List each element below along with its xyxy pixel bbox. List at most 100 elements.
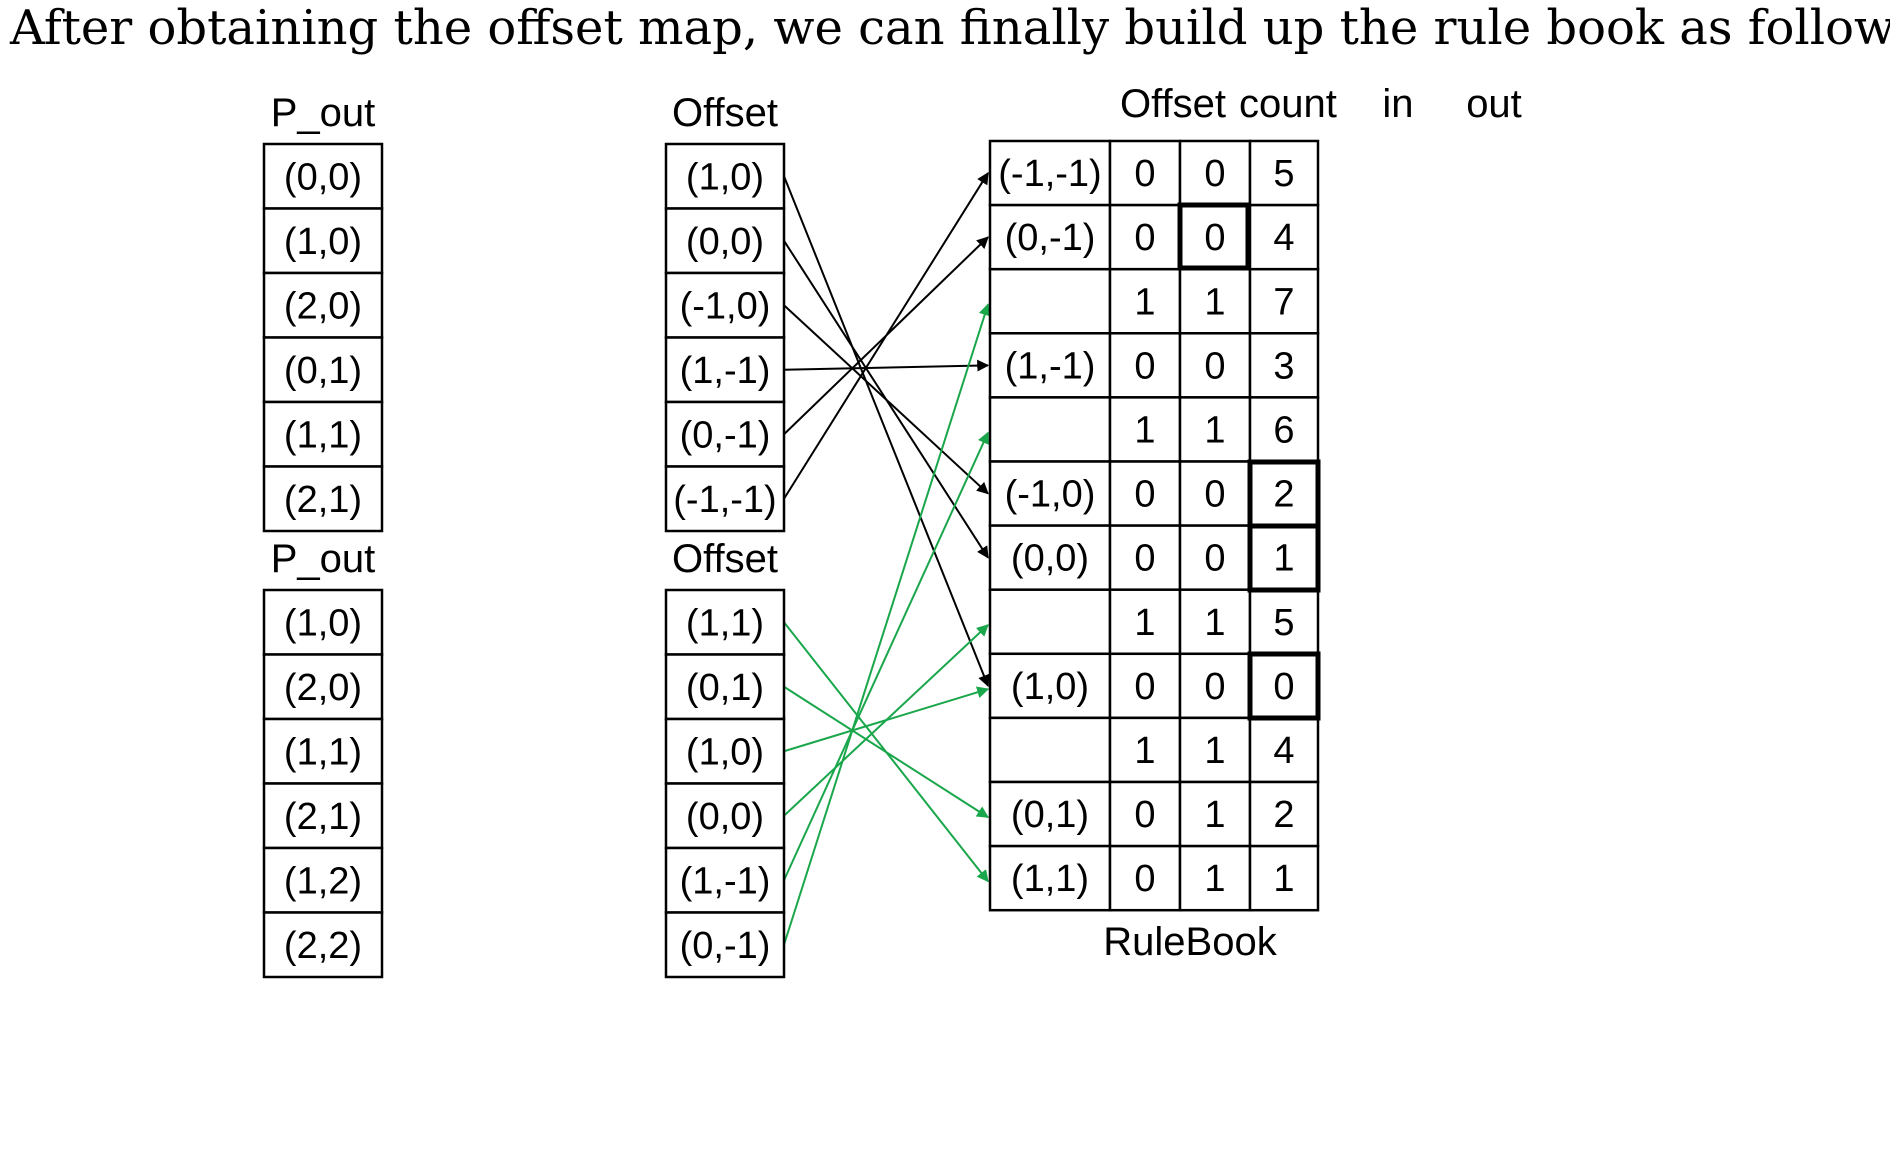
rulebook-caption: RuleBook xyxy=(1103,920,1277,964)
rulebook-cell-in-text: 0 xyxy=(1204,538,1225,580)
rulebook-cell-offset-text: (0,0) xyxy=(1011,538,1089,580)
rulebook-cell-in-text: 0 xyxy=(1204,153,1225,195)
p-out-bottom-cell xyxy=(262,911,384,979)
black-connection-arrow xyxy=(783,304,989,495)
p-out-top-cell xyxy=(262,271,384,339)
rulebook-cell-in-text: 1 xyxy=(1204,858,1225,900)
offset-bottom-cell xyxy=(664,653,786,721)
p-out-top-cell xyxy=(262,207,384,275)
offset-bottom-cell-text: (0,1) xyxy=(686,667,764,709)
rulebook-highlight-border xyxy=(1247,523,1321,593)
rulebook-cell-count-text: 1 xyxy=(1134,409,1155,451)
green-connection-arrow xyxy=(783,685,990,819)
rulebook-cell-count-text: 1 xyxy=(1134,602,1155,644)
offset-top-table: (1,0)(0,0)(-1,0)(1,-1)(0,-1)(-1,-1) xyxy=(664,142,786,533)
rulebook-highlight-border xyxy=(1247,651,1321,721)
rulebook-cell-in-text: 1 xyxy=(1204,602,1225,644)
offset-bottom-table: (1,1)(0,1)(1,0)(0,0)(1,-1)(0,-1) xyxy=(664,588,786,979)
rulebook-cell-in-text: 1 xyxy=(1204,730,1225,772)
rulebook-cell-offset xyxy=(988,396,1112,463)
rulebook-cell-out-text: 7 xyxy=(1273,281,1294,323)
rulebook-cell-offset xyxy=(988,716,1112,784)
rulebook-cell-offset-text: (1,1) xyxy=(1011,858,1089,900)
rulebook-cell-offset xyxy=(988,332,1112,399)
p-out-bottom-cell-text: (1,1) xyxy=(284,731,362,773)
rulebook-cell-in xyxy=(1178,332,1252,399)
offset-bottom-cell-text: (1,1) xyxy=(686,602,764,644)
connection-arrows xyxy=(783,172,991,946)
p-out-bottom-cell-text: (1,2) xyxy=(284,860,362,902)
rulebook-cell-out-text: 4 xyxy=(1273,730,1294,772)
rulebook-cell-out-text: 2 xyxy=(1273,794,1294,836)
rulebook-cell-out-text: 1 xyxy=(1273,538,1294,580)
rulebook-cell-offset-text: (-1,-1) xyxy=(998,153,1101,195)
rulebook-cell-offset-text: (-1,0) xyxy=(1005,474,1096,516)
offset-bottom-cell-text: (1,0) xyxy=(686,731,764,773)
rulebook-cell-out-text: 5 xyxy=(1273,602,1294,644)
rulebook-cell-out-text: 2 xyxy=(1273,474,1294,516)
p-out-bottom-cell-text: (1,0) xyxy=(284,602,362,644)
rulebook-cell-in xyxy=(1178,588,1252,656)
rulebook-cell-in xyxy=(1178,460,1252,527)
rulebook-cell-out xyxy=(1248,780,1320,848)
rulebook-cell-count-text: 0 xyxy=(1134,794,1155,836)
p-out-top-cell xyxy=(262,465,384,533)
offset-top-cell xyxy=(664,207,786,275)
rulebook-cell-in-text: 1 xyxy=(1204,281,1225,323)
rulebook-cell-count xyxy=(1108,780,1182,848)
offset-top-header: Offset xyxy=(672,91,778,135)
rulebook-cell-out xyxy=(1248,588,1320,656)
rulebook-cell-in xyxy=(1178,139,1252,207)
offset-top-cell-text: (1,0) xyxy=(686,156,764,198)
p-out-bottom-cell xyxy=(262,782,384,850)
p-out-top-cell-text: (1,1) xyxy=(284,414,362,456)
rulebook-cell-in xyxy=(1178,524,1252,591)
rulebook-cell-offset xyxy=(988,460,1112,527)
p-out-bottom-cell xyxy=(262,653,384,721)
black-connection-arrow xyxy=(783,175,990,687)
offset-top-cell xyxy=(664,336,786,404)
rulebook-cell-out xyxy=(1248,396,1320,463)
offset-bottom-cell xyxy=(664,782,786,850)
offset-top-cell xyxy=(664,400,786,468)
rulebook-cell-in-text: 0 xyxy=(1204,666,1225,708)
rulebook-cell-offset-text: (0,1) xyxy=(1011,794,1089,836)
rulebook-cell-count-text: 0 xyxy=(1134,538,1155,580)
p-out-bottom-cell-text: (2,2) xyxy=(284,925,362,967)
rulebook-cell-in-text: 0 xyxy=(1204,474,1225,516)
rulebook-cell-offset xyxy=(988,652,1112,720)
offset-bottom-cell-text: (0,0) xyxy=(686,796,764,838)
offset-bottom-header: Offset xyxy=(672,537,778,581)
rulebook-cell-offset-text: (1,0) xyxy=(1011,666,1089,708)
black-connection-arrow xyxy=(783,359,990,372)
rulebook-cell-in xyxy=(1178,396,1252,463)
rulebook-header-in: in xyxy=(1382,82,1413,126)
offset-bottom-cell xyxy=(664,588,786,656)
rulebook-cell-offset xyxy=(988,844,1112,912)
rulebook-cell-count xyxy=(1108,396,1182,463)
rulebook-cell-count-text: 0 xyxy=(1134,474,1155,516)
offset-bottom-cell-text: (0,-1) xyxy=(680,925,771,967)
rulebook-cell-out xyxy=(1248,332,1320,399)
rulebook-highlight-border xyxy=(1177,202,1251,271)
p-out-bottom-table: (1,0)(2,0)(1,1)(2,1)(1,2)(2,2) xyxy=(262,588,384,979)
p-out-top-cell-text: (2,0) xyxy=(284,285,362,327)
rulebook-cell-in-text: 1 xyxy=(1204,409,1225,451)
offset-bottom-cell xyxy=(664,846,786,914)
offset-top-cell xyxy=(664,465,786,533)
green-connection-arrow xyxy=(783,303,991,946)
green-connection-arrow xyxy=(783,431,989,881)
rulebook-cell-count xyxy=(1108,716,1182,784)
rulebook-cell-count-text: 0 xyxy=(1134,345,1155,387)
offset-top-cell-text: (-1,0) xyxy=(680,285,771,327)
rulebook-header-count: count xyxy=(1239,82,1337,126)
p-out-top-cell-text: (2,1) xyxy=(284,479,362,521)
rulebook-cell-offset xyxy=(988,780,1112,848)
green-connection-arrow xyxy=(783,624,989,817)
rulebook-cell-in xyxy=(1178,780,1252,848)
offset-top-cell-text: (0,-1) xyxy=(680,414,771,456)
p-out-top-cell-text: (0,1) xyxy=(284,350,362,392)
offset-top-cell-text: (0,0) xyxy=(686,221,764,263)
rulebook-cell-in-text: 0 xyxy=(1204,217,1225,259)
